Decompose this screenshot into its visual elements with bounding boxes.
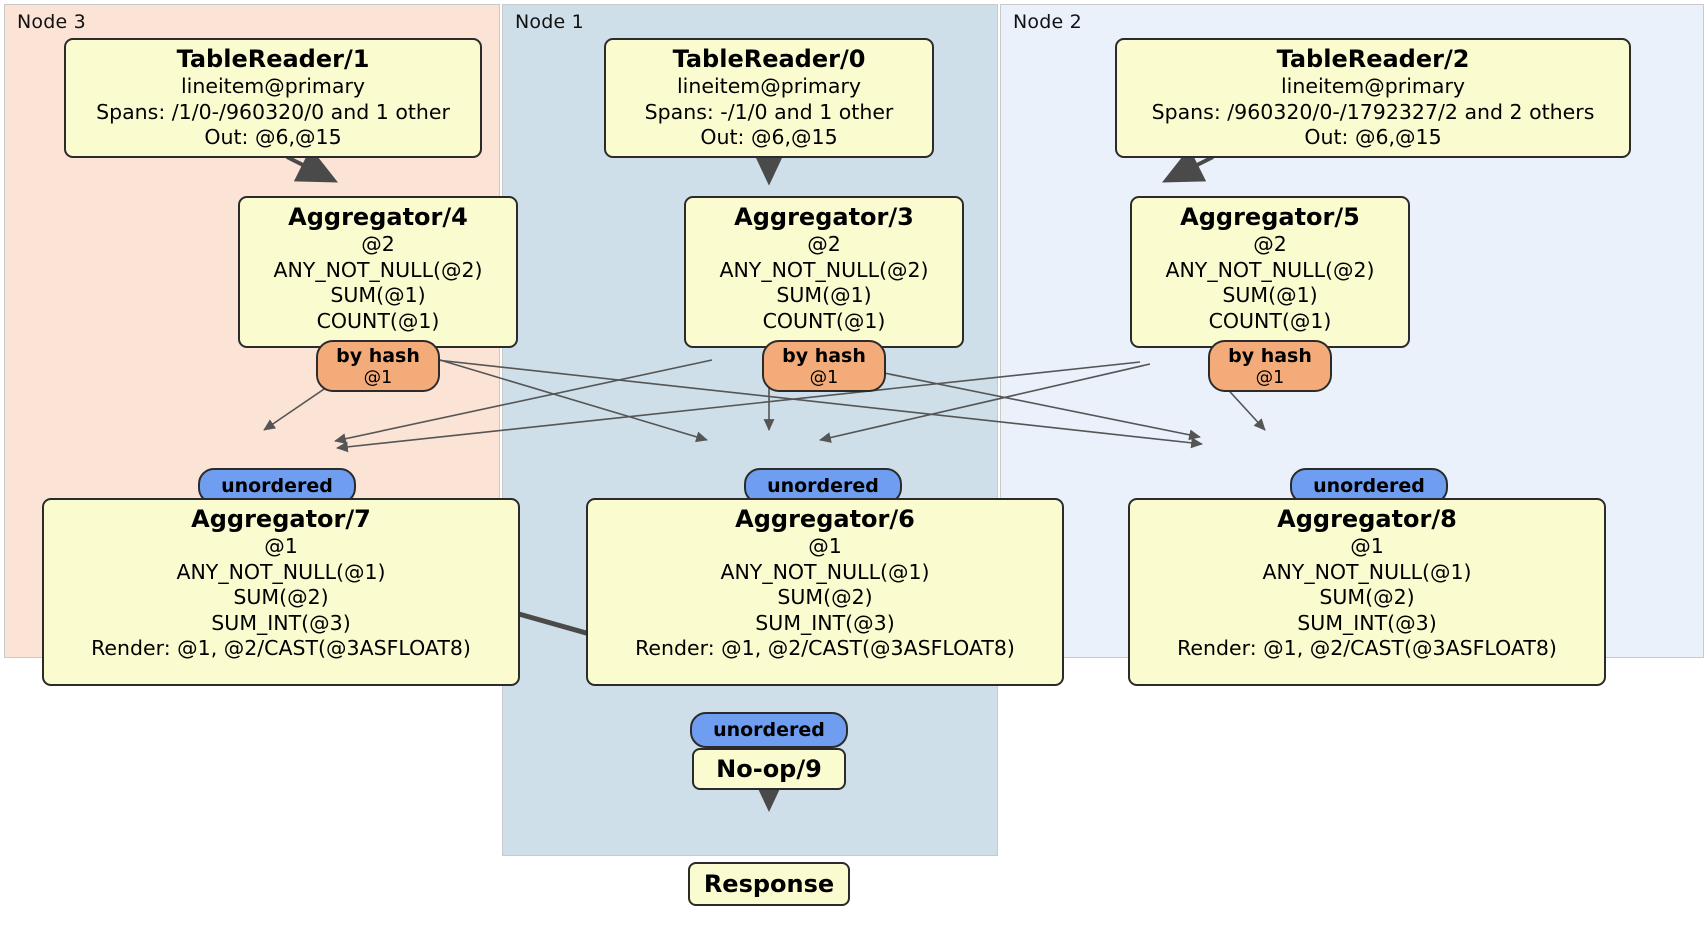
- processor-table-reader-1[interactable]: TableReader/1 lineitem@primary Spans: /1…: [64, 38, 482, 158]
- router-column: @1: [809, 368, 839, 388]
- synchronizer-unordered-final[interactable]: unordered: [690, 712, 848, 748]
- processor-line: @2: [807, 232, 841, 256]
- processor-line: @2: [1253, 232, 1287, 256]
- processor-line: SUM_INT(@3): [211, 610, 351, 635]
- processor-line: ANY_NOT_NULL(@2): [1165, 257, 1375, 282]
- processor-aggregator-3[interactable]: Aggregator/3 @2 ANY_NOT_NULL(@2) SUM(@1)…: [684, 196, 964, 348]
- router-column: @1: [1255, 368, 1285, 388]
- processor-no-op-9[interactable]: No-op/9: [692, 748, 846, 790]
- processor-line: Spans: /1/0-/960320/0 and 1 other: [96, 99, 450, 124]
- router-column: @1: [363, 368, 393, 388]
- processor-line: @1: [1350, 534, 1384, 558]
- processor-line: ANY_NOT_NULL(@2): [273, 257, 483, 282]
- processor-line: COUNT(@1): [316, 308, 440, 333]
- synchronizer-label: unordered: [713, 719, 825, 741]
- processor-line: SUM_INT(@3): [1297, 610, 1437, 635]
- processor-aggregator-5[interactable]: Aggregator/5 @2 ANY_NOT_NULL(@2) SUM(@1)…: [1130, 196, 1410, 348]
- processor-line: Out: @6,@15: [1304, 125, 1442, 149]
- processor-table-reader-2[interactable]: TableReader/2 lineitem@primary Spans: /9…: [1115, 38, 1631, 158]
- router-by-hash-left[interactable]: by hash @1: [316, 340, 440, 392]
- router-label: by hash: [1228, 345, 1312, 367]
- processor-response[interactable]: Response: [688, 862, 850, 906]
- processor-line: SUM(@1): [1222, 283, 1318, 307]
- processor-line: lineitem@primary: [1280, 74, 1466, 98]
- processor-aggregator-7[interactable]: Aggregator/7 @1 ANY_NOT_NULL(@1) SUM(@2)…: [42, 498, 520, 686]
- processor-aggregator-8[interactable]: Aggregator/8 @1 ANY_NOT_NULL(@1) SUM(@2)…: [1128, 498, 1606, 686]
- processor-title: TableReader/1: [176, 45, 370, 73]
- processor-title: Aggregator/5: [1180, 203, 1360, 231]
- synchronizer-label: unordered: [221, 475, 333, 497]
- processor-line: ANY_NOT_NULL(@2): [719, 257, 929, 282]
- processor-line: ANY_NOT_NULL(@1): [1262, 559, 1472, 584]
- processor-title: Aggregator/8: [1277, 505, 1457, 533]
- processor-title: TableReader/0: [672, 45, 866, 73]
- processor-title: Aggregator/7: [191, 505, 371, 533]
- processor-line: Out: @6,@15: [700, 125, 838, 149]
- processor-line: SUM_INT(@3): [755, 610, 895, 635]
- response-label: Response: [703, 870, 835, 898]
- router-by-hash-right[interactable]: by hash @1: [1208, 340, 1332, 392]
- processor-line: SUM(@1): [776, 283, 872, 307]
- processor-line: SUM(@2): [1319, 585, 1415, 609]
- panel-node-2-label: Node 2: [1013, 11, 1082, 33]
- processor-line: ANY_NOT_NULL(@1): [720, 559, 930, 584]
- router-label: by hash: [336, 345, 420, 367]
- synchronizer-label: unordered: [1313, 475, 1425, 497]
- processor-line: SUM(@1): [330, 283, 426, 307]
- synchronizer-label: unordered: [767, 475, 879, 497]
- processor-title: TableReader/2: [1276, 45, 1470, 73]
- processor-line: COUNT(@1): [1208, 308, 1332, 333]
- panel-node-3-label: Node 3: [17, 11, 86, 33]
- processor-line: lineitem@primary: [180, 74, 366, 98]
- processor-line: @1: [264, 534, 298, 558]
- router-label: by hash: [782, 345, 866, 367]
- processor-line: ANY_NOT_NULL(@1): [176, 559, 386, 584]
- processor-table-reader-0[interactable]: TableReader/0 lineitem@primary Spans: -/…: [604, 38, 934, 158]
- processor-line: SUM(@2): [233, 585, 329, 609]
- processor-aggregator-6[interactable]: Aggregator/6 @1 ANY_NOT_NULL(@1) SUM(@2)…: [586, 498, 1064, 686]
- processor-line: SUM(@2): [777, 585, 873, 609]
- processor-line: Out: @6,@15: [204, 125, 342, 149]
- processor-line: @2: [361, 232, 395, 256]
- processor-line: @1: [808, 534, 842, 558]
- router-by-hash-center[interactable]: by hash @1: [762, 340, 886, 392]
- panel-node-1-label: Node 1: [515, 11, 584, 33]
- processor-aggregator-4[interactable]: Aggregator/4 @2 ANY_NOT_NULL(@2) SUM(@1)…: [238, 196, 518, 348]
- processor-line: COUNT(@1): [762, 308, 886, 333]
- processor-title: Aggregator/6: [735, 505, 915, 533]
- processor-line: Spans: /960320/0-/1792327/2 and 2 others: [1151, 99, 1595, 124]
- processor-render-line: Render: @1, @2/CAST(@3ASFLOAT8): [635, 636, 1015, 660]
- processor-title: Aggregator/4: [288, 203, 468, 231]
- processor-line: Spans: -/1/0 and 1 other: [644, 99, 894, 124]
- processor-render-line: Render: @1, @2/CAST(@3ASFLOAT8): [91, 636, 471, 660]
- no-op-label: No-op/9: [716, 755, 822, 783]
- processor-render-line: Render: @1, @2/CAST(@3ASFLOAT8): [1177, 636, 1557, 660]
- processor-line: lineitem@primary: [676, 74, 862, 98]
- processor-title: Aggregator/3: [734, 203, 914, 231]
